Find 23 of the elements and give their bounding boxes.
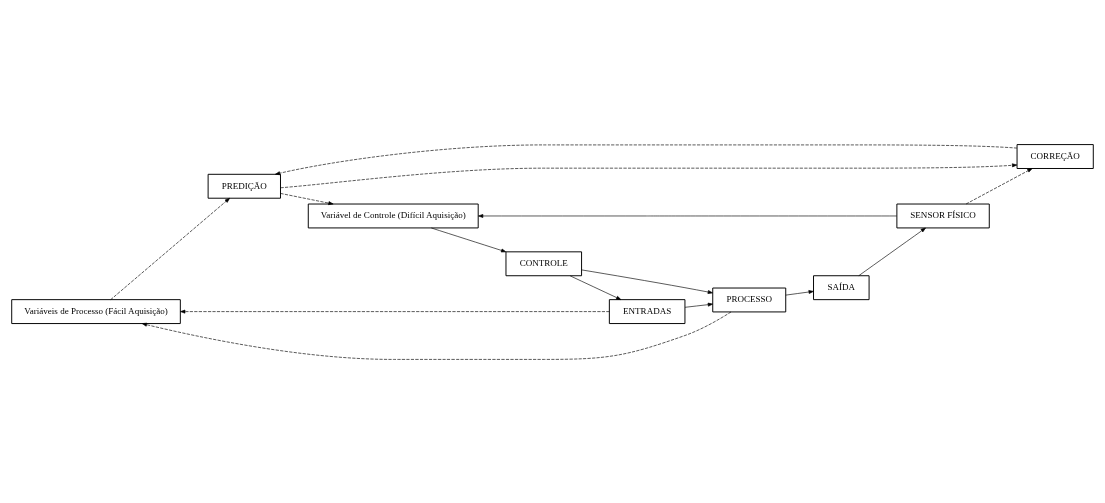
node-box: SENSOR FÍSICO [896,203,990,228]
node-box: SAÍDA [813,274,870,300]
node-box: Variável de Controle (Difícil Aquisição) [307,203,479,228]
arrow [280,162,1018,188]
arrow [581,269,713,294]
arrow [785,289,814,295]
arrow [569,275,622,300]
arrow [110,197,230,300]
node-box: ENTRADAS [608,298,686,324]
node-box: CONTROLE [505,250,583,276]
arrow [280,192,334,205]
arrow [965,167,1033,204]
arrow [275,144,1018,175]
node-box: PROCESSO [712,287,787,312]
arrow [684,302,713,308]
node-box: PREDIÇÃO [207,173,281,199]
arrow [180,309,610,313]
arrow [141,311,732,360]
arrow [858,227,926,276]
node-box: Variáveis de Processo (Fácil Aquisição) [11,298,181,324]
arrow [478,213,898,218]
arrow [431,227,507,252]
node-box: CORREÇÃO [1016,143,1094,169]
